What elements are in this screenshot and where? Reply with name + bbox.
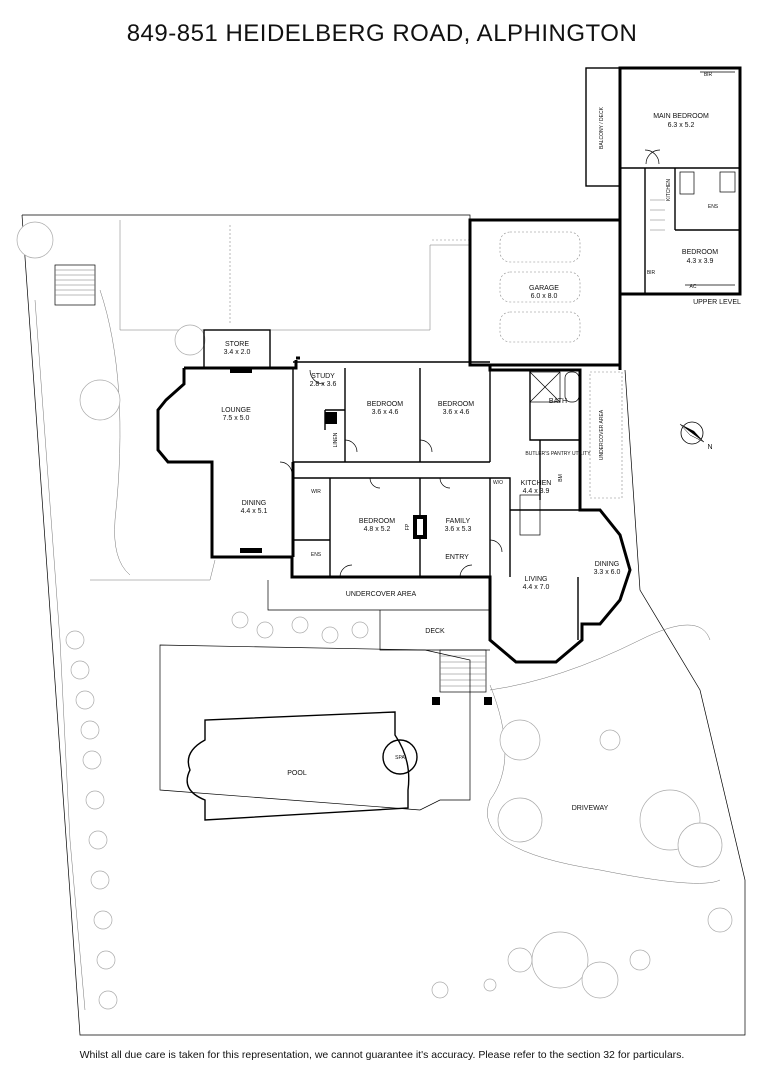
study-dim: 2.8 x 3.6 — [310, 381, 337, 388]
study-label: STUDY — [311, 373, 335, 380]
garage-cars — [499, 231, 581, 343]
undercover-side-label: UNDERCOVER AREA — [599, 409, 605, 460]
dining-1-dim: 4.4 x 5.1 — [241, 508, 268, 515]
upper-bir-label-1: BIR — [704, 72, 713, 78]
wo-label: W/O — [493, 480, 503, 486]
upper-level-plan — [585, 66, 742, 296]
deck-steps — [439, 649, 487, 693]
living-label: LIVING — [525, 576, 548, 583]
upper-ens-label: ENS — [708, 204, 719, 210]
bedroom-3-dim: 4.8 x 5.2 — [364, 526, 391, 533]
fp-label: FP — [405, 523, 411, 530]
upper-bedroom-label: BEDROOM — [682, 249, 718, 256]
spa — [382, 739, 418, 775]
disclaimer: Whilst all due care is taken for this re… — [79, 1049, 685, 1061]
lounge-label: LOUNGE — [221, 407, 251, 414]
bedroom-2-label: BEDROOM — [438, 401, 474, 408]
bath-label: BATH — [549, 398, 567, 405]
front-steps — [54, 264, 96, 306]
bedroom-1-dim: 3.6 x 4.6 — [372, 409, 399, 416]
garage-dim: 6.0 x 8.0 — [531, 293, 558, 300]
dining-1-label: DINING — [242, 500, 267, 507]
store-dim: 3.4 x 2.0 — [224, 349, 251, 356]
upper-main-bedroom-dim: 6.3 x 5.2 — [668, 122, 695, 129]
entry-label: ENTRY — [445, 554, 469, 561]
dining-2-dim: 3.3 x 6.0 — [594, 569, 621, 576]
kitchen-island — [519, 494, 541, 536]
bm-label: BM — [558, 474, 564, 482]
garage — [468, 218, 622, 367]
kitchen-label: KITCHEN — [521, 480, 552, 487]
butlers-pantry-label: BUTLER'S PANTRY UTILITY — [525, 451, 591, 457]
upper-level-label: UPPER LEVEL — [693, 299, 741, 306]
spa-label: SPA — [395, 755, 405, 761]
pool — [186, 711, 410, 821]
bedroom-2-dim: 3.6 x 4.6 — [443, 409, 470, 416]
upper-balcony-label: BALCONY / DECK — [599, 106, 605, 149]
dining-2-label: DINING — [595, 561, 620, 568]
family-dim: 3.6 x 5.3 — [445, 526, 472, 533]
family-label: FAMILY — [446, 518, 471, 525]
compass-icon — [679, 421, 705, 445]
upper-kitchen-label: KITCHEN — [666, 179, 672, 201]
lounge-dim: 7.5 x 5.0 — [223, 415, 250, 422]
garage-label: GARAGE — [529, 285, 559, 292]
upper-bir-label-2: BIR — [647, 270, 656, 276]
garden-trees — [16, 221, 733, 1010]
site-boundary — [21, 214, 746, 1036]
ens-label: ENS — [311, 552, 322, 558]
bedroom-3-label: BEDROOM — [359, 518, 395, 525]
upper-bedroom-dim: 4.3 x 3.9 — [687, 258, 714, 265]
linen-label: LINEN — [333, 432, 339, 447]
deck-label: DECK — [425, 628, 445, 635]
kitchen-dim: 4.4 x 3.9 — [523, 488, 550, 495]
page-title: 849-851 HEIDELBERG ROAD, ALPHINGTON — [126, 20, 638, 47]
pool-label: POOL — [287, 770, 307, 777]
store-label: STORE — [225, 341, 249, 348]
bedroom-1-label: BEDROOM — [367, 401, 403, 408]
upper-main-bedroom-label: MAIN BEDROOM — [653, 113, 709, 120]
wir-label: WIR — [311, 489, 321, 495]
undercover-main-label: UNDERCOVER AREA — [346, 591, 417, 598]
upper-ac-label: AC — [690, 284, 697, 290]
living-dim: 4.4 x 7.0 — [523, 584, 550, 591]
driveway-label: DRIVEWAY — [572, 805, 609, 812]
compass-north-label: N — [707, 444, 712, 451]
